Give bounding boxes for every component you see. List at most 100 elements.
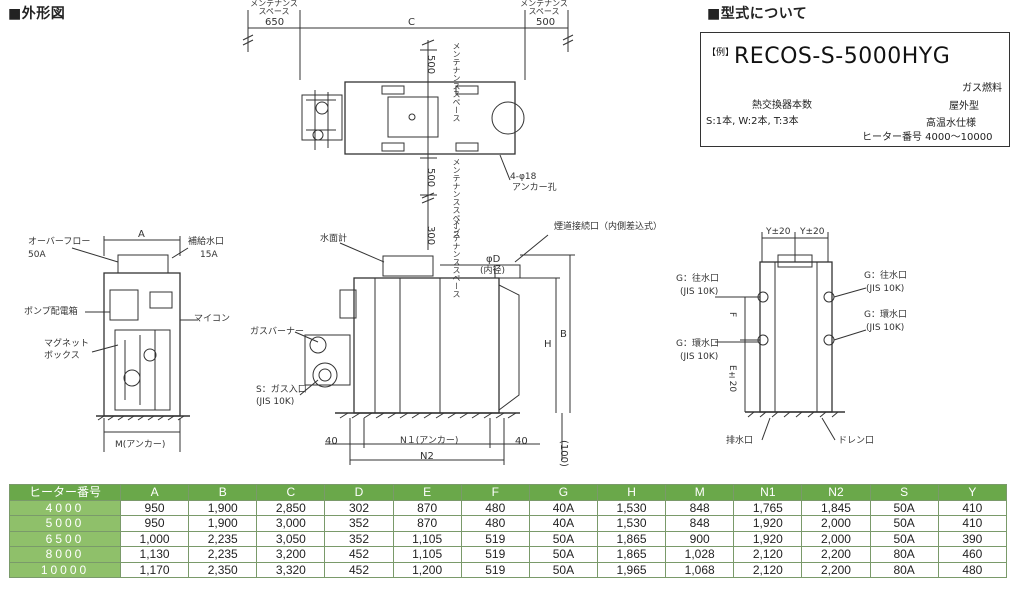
col-N2: N2 <box>801 484 871 501</box>
heat-exchanger-detail: S:1本, W:2本, T:3本 <box>706 116 799 127</box>
code-G: G <box>932 44 951 69</box>
table-cell: 2,350 <box>188 561 258 578</box>
table-cell: 1,105 <box>392 530 462 547</box>
table-cell: 50A <box>528 546 598 563</box>
dim-F: F <box>727 312 737 318</box>
table-cell: 302 <box>324 499 394 516</box>
row-heater-number: 5000 <box>9 515 121 532</box>
table-cell: 480 <box>937 561 1008 578</box>
table-header-row: ヒーター番号 A B C D E F G H M N1 N2 S Y <box>9 484 1008 501</box>
table-cell: 848 <box>665 515 735 532</box>
table-cell: 950 <box>119 515 190 532</box>
dim-N2: N2 <box>420 451 434 462</box>
code-Y: Y <box>918 44 933 69</box>
flue-label: 煙道接続口（内側差込式） <box>554 222 663 232</box>
dim-300: 300 <box>425 226 436 246</box>
col-N1: N1 <box>733 484 803 501</box>
heater-number-note: ヒーター番号 4000〜10000 <box>862 132 993 143</box>
table-cell: 1,170 <box>119 561 190 578</box>
row-heater-number: 10000 <box>9 561 121 578</box>
overflow-size: 50A <box>28 250 46 260</box>
table-cell: 1,028 <box>665 546 735 563</box>
table-cell: 870 <box>392 515 462 532</box>
drain-port-label: ドレン口 <box>838 436 875 446</box>
dim-40-left: 40 <box>325 436 338 447</box>
col-B: B <box>188 484 258 501</box>
heat-exchanger-note: 熱交換器本数 <box>752 100 812 111</box>
overflow-label: オーバーフロー <box>28 237 91 247</box>
table-cell: 410 <box>937 499 1008 516</box>
drain-outlet-label: 排水口 <box>726 436 754 446</box>
table-cell: 1,530 <box>596 515 667 532</box>
pump-box-label: ポンプ配電箱 <box>24 307 78 317</box>
top-view-drawing <box>242 10 574 250</box>
table-cell: 2,200 <box>801 561 871 578</box>
row-heater-number: 6500 <box>9 530 121 547</box>
maint-space-right-label: メンテナンス スペース <box>520 0 568 17</box>
g-ret-right-jis: (JIS 10K) <box>866 323 905 333</box>
supply-label: 補給水口 <box>188 237 225 247</box>
table-cell: 50A <box>869 515 939 532</box>
hot-water-note: 高温水仕様 <box>926 118 976 129</box>
table-cell: 352 <box>324 530 394 547</box>
table-cell: 80A <box>869 561 939 578</box>
g-out-left-label: G：往水口 <box>676 274 719 284</box>
table-cell: 1,865 <box>596 530 667 547</box>
table-cell: 848 <box>665 499 735 516</box>
table-cell: 950 <box>119 499 190 516</box>
table-cell: 900 <box>665 530 735 547</box>
dim-100: (100) <box>558 440 569 467</box>
micom-label: マイコン <box>194 314 231 324</box>
table-cell: 1,920 <box>733 530 803 547</box>
table-cell: 2,120 <box>733 546 803 563</box>
maint-space-bottom: メンテナンススペース <box>452 218 461 298</box>
inner-dia-label: (内径) <box>480 266 506 276</box>
table-row: 4000 950 1,900 2,850 302 870 480 40A 1,5… <box>9 499 1008 516</box>
code-S: S <box>820 44 836 69</box>
code-number: 5000 <box>843 44 902 69</box>
table-cell: 40A <box>528 515 598 532</box>
dim-phiD: φD <box>486 254 501 265</box>
gas-inlet-jis: (JIS 10K) <box>256 397 295 407</box>
table-cell: 3,200 <box>256 546 326 563</box>
table-cell: 2,850 <box>256 499 326 516</box>
col-E: E <box>392 484 462 501</box>
table-row: 5000 950 1,900 3,000 352 870 480 40A 1,5… <box>9 515 1008 532</box>
dim-500-right: 500 <box>536 17 556 28</box>
table-cell: 80A <box>869 546 939 563</box>
dim-500-mid: 500 <box>425 168 436 188</box>
dim-650: 650 <box>265 17 285 28</box>
magnet-label-2: ボックス <box>44 351 80 361</box>
table-cell: 2,235 <box>188 530 258 547</box>
table-cell: 480 <box>460 499 530 516</box>
table-cell: 1,900 <box>188 499 258 516</box>
table-cell: 1,200 <box>392 561 462 578</box>
table-cell: 480 <box>460 515 530 532</box>
table-cell: 452 <box>324 561 394 578</box>
anchor-holes-sub: アンカー孔 <box>512 183 557 193</box>
col-G: G <box>528 484 598 501</box>
front-view-drawing <box>294 234 575 465</box>
code-dash: - <box>835 44 844 69</box>
g-out-left-jis: (JIS 10K) <box>680 287 719 297</box>
table-cell: 1,865 <box>596 546 667 563</box>
col-heater-number: ヒーター番号 <box>9 484 121 501</box>
model-code-example: 【例】RECOS-S-5000HYG <box>707 44 950 69</box>
code-H: H <box>901 44 919 69</box>
table-cell: 519 <box>460 530 530 547</box>
dim-40-right: 40 <box>515 436 528 447</box>
table-row: 10000 1,170 2,350 3,320 452 1,200 519 50… <box>9 561 1008 578</box>
table-cell: 2,235 <box>188 546 258 563</box>
dim-C: C <box>408 17 415 28</box>
left-view-drawing <box>71 236 198 452</box>
maint-space-top: メンテナンススペース <box>452 42 461 122</box>
table-cell: 3,050 <box>256 530 326 547</box>
col-F: F <box>460 484 530 501</box>
gas-fuel-note: ガス燃料 <box>962 83 1002 94</box>
table-cell: 1,000 <box>119 530 190 547</box>
dim-A: A <box>138 229 145 240</box>
dim-H: H <box>544 339 552 350</box>
dim-M: M(アンカー) <box>115 440 166 450</box>
table-cell: 519 <box>460 561 530 578</box>
anchor-holes-label: 4-φ18 <box>510 172 537 182</box>
